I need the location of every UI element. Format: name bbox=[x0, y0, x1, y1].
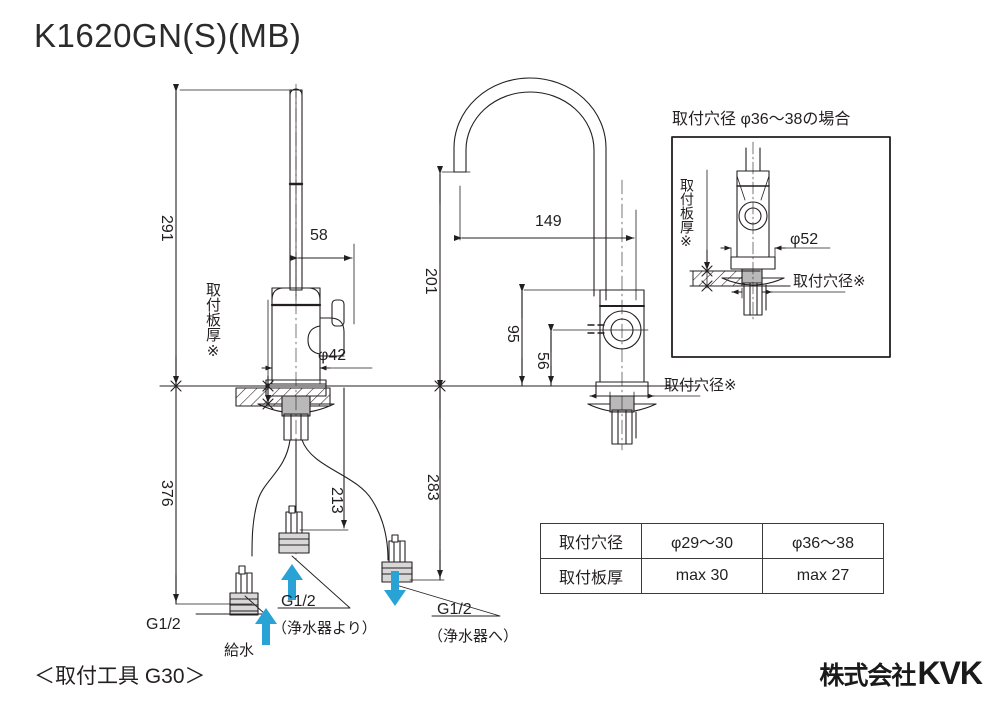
dim-phi52: φ52 bbox=[790, 231, 819, 248]
dim-201: 201 bbox=[422, 268, 439, 295]
logo-company-jp: 株式会社 bbox=[819, 662, 916, 690]
dim-283: 283 bbox=[424, 474, 441, 501]
connector-mid-note: （浄水器より） bbox=[272, 620, 377, 637]
connector-right-thread: G1/2 bbox=[437, 601, 472, 618]
table-cell: max 27 bbox=[762, 558, 884, 594]
table-row: 取付板厚 max 30 max 27 bbox=[540, 558, 884, 594]
dim-95: 95 bbox=[504, 325, 521, 343]
spec-table: 取付穴径 φ29〜30 φ36〜38 取付板厚 max 30 max 27 bbox=[540, 523, 884, 594]
table-cell: φ36〜38 bbox=[762, 523, 884, 559]
dim-376: 376 bbox=[158, 480, 175, 507]
label-plate-thickness-inset: 取付板厚※ bbox=[679, 178, 695, 250]
table-cell: max 30 bbox=[641, 558, 763, 594]
dim-149: 149 bbox=[535, 213, 562, 230]
connector-mid-thread: G1/2 bbox=[281, 593, 316, 610]
table-row-header: 取付板厚 bbox=[540, 558, 642, 594]
label-plate-thickness-front: 取付板厚※ bbox=[204, 282, 221, 360]
table-row-header: 取付穴径 bbox=[540, 523, 642, 559]
connector-right-note: （浄水器へ） bbox=[428, 628, 519, 645]
dim-58: 58 bbox=[310, 227, 328, 244]
kvk-logo: 株式会社 KVK bbox=[819, 655, 983, 692]
logo-kvk-mark: KVK bbox=[917, 655, 983, 691]
table-cell: φ29〜30 bbox=[641, 523, 763, 559]
dim-291: 291 bbox=[158, 215, 175, 242]
connector-left-thread: G1/2 bbox=[146, 616, 181, 633]
inset-caption: 取付穴径 φ36〜38の場合 bbox=[672, 111, 851, 128]
dim-213: 213 bbox=[328, 487, 345, 514]
label-hole-diameter-side: 取付穴径※ bbox=[664, 377, 737, 394]
label-hole-diameter-inset: 取付穴径※ bbox=[793, 273, 866, 290]
dim-56: 56 bbox=[534, 352, 551, 370]
page-title: K1620GN(S)(MB) bbox=[34, 17, 302, 54]
install-tool-note: ＜取付工具 G30＞ bbox=[34, 665, 206, 688]
connector-left-note: 給水 bbox=[224, 642, 255, 659]
table-row: 取付穴径 φ29〜30 φ36〜38 bbox=[540, 523, 884, 559]
dim-phi42: φ42 bbox=[318, 347, 347, 364]
flow-arrows bbox=[255, 564, 406, 645]
